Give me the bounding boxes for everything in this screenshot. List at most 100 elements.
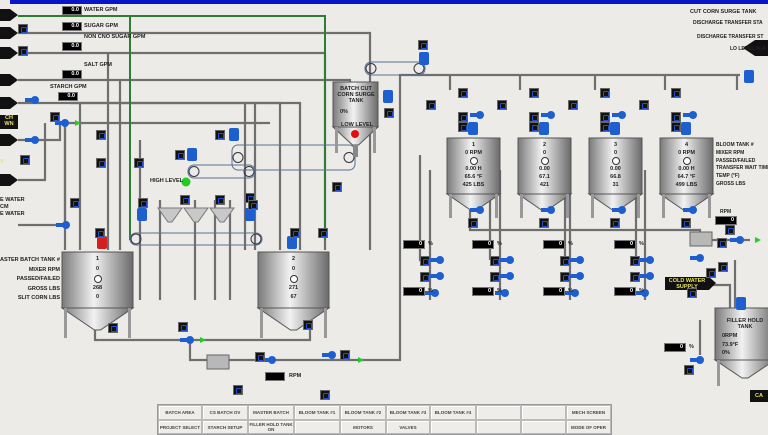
status-indicator-button[interactable] xyxy=(560,272,570,282)
nav-button-filler-hold-tank-on[interactable]: FILLER HOLD TANK ON xyxy=(248,420,294,434)
status-indicator-button[interactable] xyxy=(458,88,468,98)
nav-button-blank[interactable] xyxy=(430,420,476,434)
nav-button-motors[interactable]: MOTORS xyxy=(340,420,386,434)
status-indicator-button[interactable] xyxy=(529,122,539,132)
motor-icon[interactable] xyxy=(610,122,620,135)
status-indicator-button[interactable] xyxy=(96,130,106,140)
nav-button-blank[interactable] xyxy=(476,420,521,434)
motor-icon[interactable] xyxy=(383,90,393,103)
status-indicator-button[interactable] xyxy=(418,40,428,50)
status-indicator-button[interactable] xyxy=(600,88,610,98)
feed-gpm-label: WATER GPM xyxy=(84,7,118,13)
status-indicator-button[interactable] xyxy=(384,108,394,118)
status-indicator-button[interactable] xyxy=(18,46,28,56)
status-indicator-button[interactable] xyxy=(70,198,80,208)
motor-icon[interactable] xyxy=(187,148,197,161)
motor-icon[interactable] xyxy=(681,122,691,135)
status-indicator-button[interactable] xyxy=(671,88,681,98)
nav-button-blank[interactable] xyxy=(476,405,521,420)
status-indicator-button[interactable] xyxy=(600,122,610,132)
status-indicator-button[interactable] xyxy=(458,122,468,132)
nav-button-blank[interactable] xyxy=(521,420,566,434)
status-indicator-button[interactable] xyxy=(468,218,478,228)
feed-gpm-label: SALT GPM xyxy=(84,62,113,68)
motor-icon[interactable] xyxy=(539,122,549,135)
status-indicator-button[interactable] xyxy=(178,322,188,332)
status-indicator-button[interactable] xyxy=(134,158,144,168)
motor-icon[interactable] xyxy=(744,70,754,83)
motor-icon[interactable] xyxy=(137,208,147,221)
nav-button-mech-screen[interactable]: MECH SCREEN xyxy=(566,405,611,420)
status-indicator-button[interactable] xyxy=(568,100,578,110)
status-indicator-button[interactable] xyxy=(529,112,539,122)
motor-icon[interactable] xyxy=(287,236,297,249)
status-indicator-button[interactable] xyxy=(490,256,500,266)
status-indicator-button[interactable] xyxy=(215,195,225,205)
nav-button-blank[interactable] xyxy=(294,420,340,434)
status-indicator-button[interactable] xyxy=(50,112,60,122)
status-indicator-button[interactable] xyxy=(290,228,300,238)
status-indicator-button[interactable] xyxy=(303,320,313,330)
status-indicator-button[interactable] xyxy=(180,195,190,205)
status-indicator-button[interactable] xyxy=(340,350,350,360)
status-indicator-button[interactable] xyxy=(539,218,549,228)
pipe xyxy=(468,210,702,240)
nav-button-bloom-tank-1[interactable]: BLOOM TANK #1 xyxy=(294,405,340,420)
nav-button-project-select[interactable]: PROJECT SELECT xyxy=(158,420,202,434)
status-indicator-button[interactable] xyxy=(332,182,342,192)
nav-button-bloom-tank-3[interactable]: BLOOM TANK #3 xyxy=(386,405,430,420)
status-indicator-button[interactable] xyxy=(681,218,691,228)
nav-button-batch-area[interactable]: BATCH AREA xyxy=(158,405,202,420)
status-indicator-button[interactable] xyxy=(687,288,697,298)
status-indicator-button[interactable] xyxy=(490,272,500,282)
status-indicator-button[interactable] xyxy=(529,88,539,98)
status-indicator-button[interactable] xyxy=(671,122,681,132)
status-indicator-button[interactable] xyxy=(318,228,328,238)
status-indicator-button[interactable] xyxy=(684,365,694,375)
status-indicator-button[interactable] xyxy=(175,150,185,160)
status-indicator-button[interactable] xyxy=(96,158,106,168)
status-indicator-button[interactable] xyxy=(20,155,30,165)
motor-icon[interactable] xyxy=(419,52,429,65)
nav-button-master-batch[interactable]: MASTER BATCH xyxy=(248,405,294,420)
motor-icon[interactable] xyxy=(229,128,239,141)
status-indicator-button[interactable] xyxy=(630,256,640,266)
nav-button-blank[interactable] xyxy=(521,405,566,420)
status-indicator-button[interactable] xyxy=(725,225,735,235)
status-indicator-button[interactable] xyxy=(458,112,468,122)
nav-button-valves[interactable]: VALVES xyxy=(386,420,430,434)
passed-failed-indicator xyxy=(62,275,133,285)
status-indicator-button[interactable] xyxy=(248,200,258,210)
status-indicator-button[interactable] xyxy=(717,238,727,248)
motor-icon[interactable] xyxy=(97,236,107,249)
motor-icon[interactable] xyxy=(468,122,478,135)
status-indicator-button[interactable] xyxy=(420,272,430,282)
motor-icon[interactable] xyxy=(736,297,746,310)
status-indicator-button[interactable] xyxy=(610,218,620,228)
status-indicator-button[interactable] xyxy=(420,256,430,266)
nav-button-mode-of-oper[interactable]: MODE OF OPER xyxy=(566,420,611,434)
nav-button-bloom-tank-2[interactable]: BLOOM TANK #2 xyxy=(340,405,386,420)
status-indicator-button[interactable] xyxy=(138,198,148,208)
status-indicator-button[interactable] xyxy=(215,130,225,140)
nav-button-bloom-tank-4[interactable]: BLOOM TANK #4 xyxy=(430,405,476,420)
feed-inlet-arrow-icon xyxy=(0,47,18,59)
status-indicator-button[interactable] xyxy=(600,112,610,122)
status-indicator-button[interactable] xyxy=(320,390,330,400)
status-indicator-button[interactable] xyxy=(426,100,436,110)
status-indicator-button[interactable] xyxy=(630,272,640,282)
status-indicator-button[interactable] xyxy=(639,100,649,110)
status-indicator-button[interactable] xyxy=(95,228,105,238)
status-indicator-button[interactable] xyxy=(706,268,716,278)
nav-button-starch-setup[interactable]: STARCH SETUP xyxy=(202,420,248,434)
status-indicator-button[interactable] xyxy=(233,385,243,395)
status-indicator-button[interactable] xyxy=(671,112,681,122)
status-indicator-button[interactable] xyxy=(560,256,570,266)
status-indicator-button[interactable] xyxy=(718,262,728,272)
nav-button-cs-batch-ov[interactable]: CS BATCH OV xyxy=(202,405,248,420)
status-indicator-button[interactable] xyxy=(108,323,118,333)
status-indicator-button[interactable] xyxy=(255,352,265,362)
motor-icon[interactable] xyxy=(245,208,255,221)
status-indicator-button[interactable] xyxy=(18,24,28,34)
status-indicator-button[interactable] xyxy=(497,100,507,110)
